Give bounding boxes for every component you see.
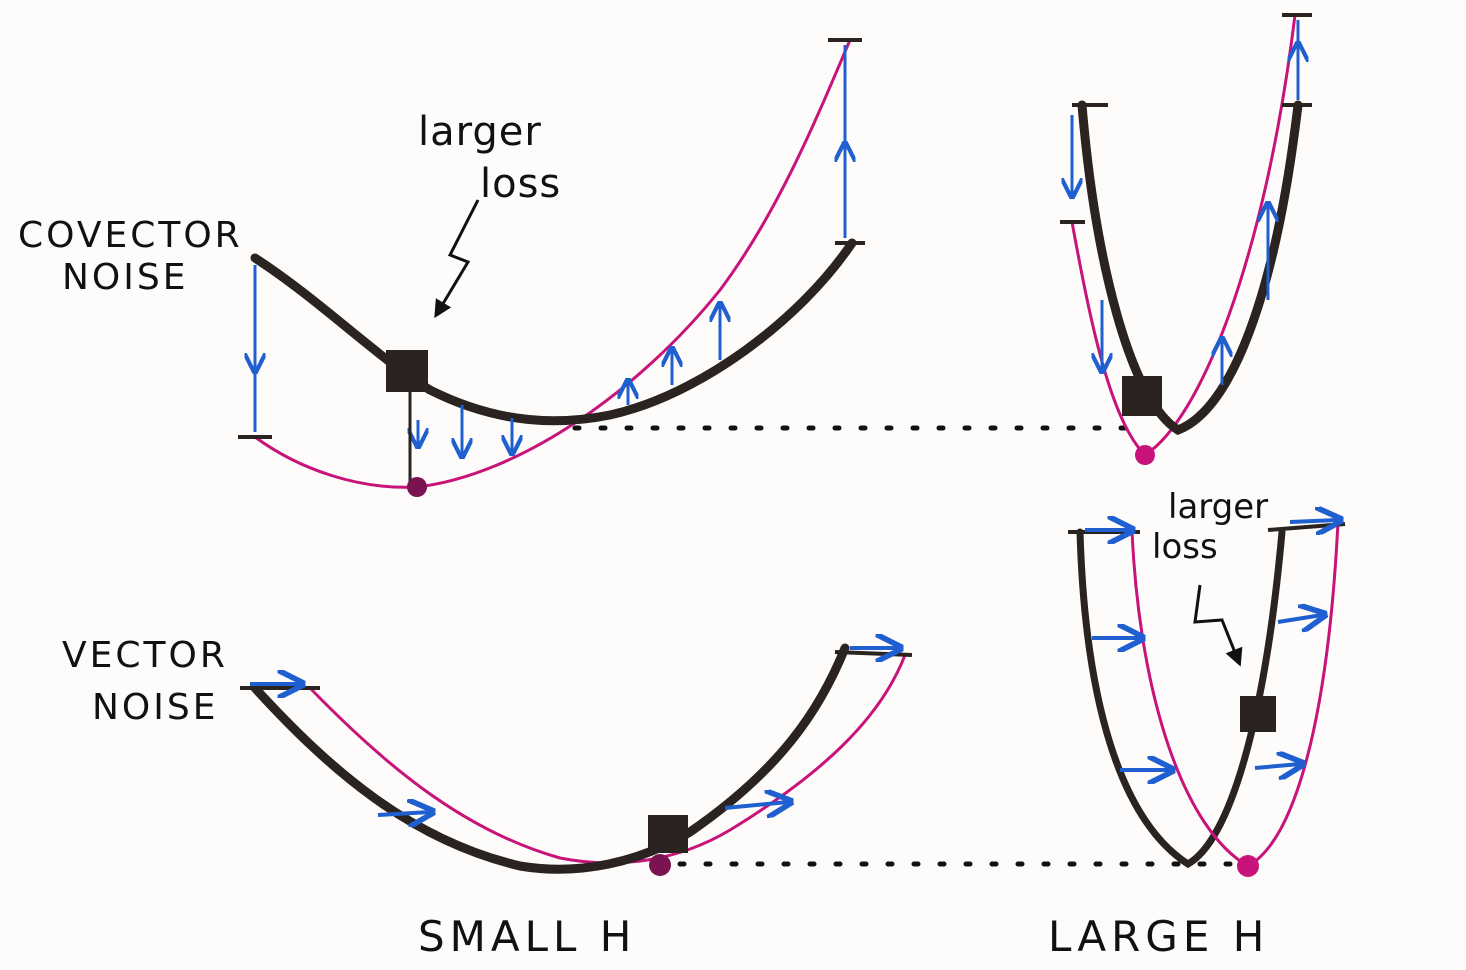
noise-arrow <box>1289 520 1338 522</box>
current-point-square <box>1240 696 1276 732</box>
vector-noise-label-line1: VECTOR <box>62 635 228 676</box>
current-point-square <box>1122 376 1162 416</box>
original-loss-curve <box>250 643 850 874</box>
larger-loss-pointer <box>434 199 480 319</box>
original-loss-curve <box>1076 528 1286 869</box>
noise-arrow <box>1277 615 1322 622</box>
covector-noise-label-line2: NOISE <box>62 257 189 298</box>
current-point-square <box>648 815 688 853</box>
current-point-square <box>386 350 428 392</box>
original-loss-curve <box>250 238 857 426</box>
large-h-label: LARGE H <box>1048 912 1270 961</box>
vector-large-h-panel <box>1068 520 1346 877</box>
minimum-point-dot <box>1135 445 1155 465</box>
covector-large-h-panel <box>1060 13 1312 465</box>
noise-arrow <box>1254 764 1300 768</box>
larger-loss-top-line1: larger <box>418 109 542 155</box>
original-loss-curve <box>1077 100 1303 436</box>
minimum-point-dot <box>1237 855 1259 877</box>
noise-arrow <box>724 802 788 808</box>
end-tick <box>1267 522 1346 532</box>
shifted-loss-curve <box>308 654 907 865</box>
minimum-point-dot <box>407 477 427 497</box>
larger-loss-bottom-line1: larger <box>1168 487 1269 527</box>
noise-arrow <box>377 812 430 815</box>
covector-small-h-panel <box>238 38 865 497</box>
larger-loss-top-line2: loss <box>480 161 562 207</box>
vector-noise-label-line2: NOISE <box>92 687 219 728</box>
shifted-loss-curve <box>1130 521 1340 868</box>
covector-noise-label-line1: COVECTOR <box>18 215 243 256</box>
minimum-point-dot <box>649 854 671 876</box>
larger-loss-pointer <box>1193 584 1243 667</box>
larger-loss-bottom-line2: loss <box>1152 527 1218 567</box>
small-h-label: SMALL H <box>418 912 637 961</box>
vector-small-h-panel <box>240 643 913 876</box>
shifted-loss-curve <box>1070 14 1297 457</box>
shifted-loss-curve <box>254 39 852 489</box>
